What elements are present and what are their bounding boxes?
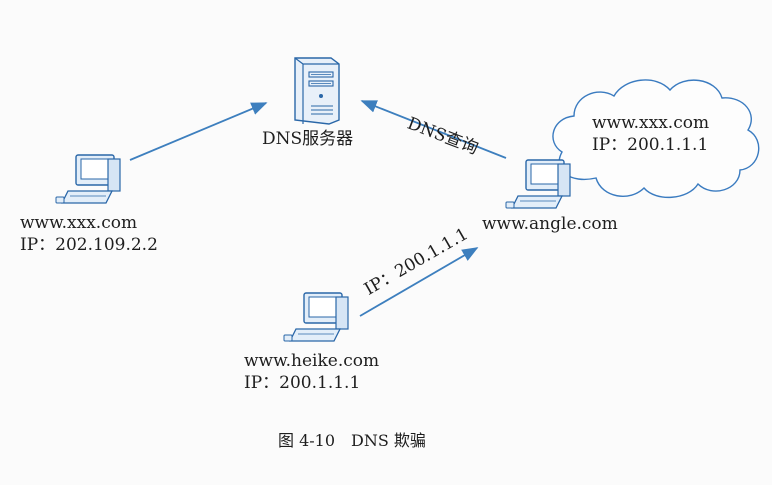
arrow-heike-to-angle xyxy=(359,247,479,317)
node-heike-label: www.heike.com IP：200.1.1.1 xyxy=(244,350,379,394)
cloud-shape xyxy=(552,79,760,199)
arrow-client-to-server xyxy=(129,102,268,161)
cloud-label: www.xxx.com IP：200.1.1.1 xyxy=(592,112,709,156)
cloud-ip: IP：200.1.1.1 xyxy=(592,135,709,155)
computer-icon-heike xyxy=(283,292,349,342)
computer-icon-angle xyxy=(505,159,571,209)
dns-server-icon xyxy=(294,57,340,125)
computer-icon-xxx xyxy=(55,154,121,204)
node-xxx-ip: IP：202.109.2.2 xyxy=(20,235,158,255)
node-heike-domain: www.heike.com xyxy=(244,351,380,371)
dns-server-label: DNS服务器 xyxy=(262,129,354,149)
cloud-domain: www.xxx.com xyxy=(592,113,710,133)
node-angle-label: www.angle.com xyxy=(482,214,618,234)
arrow-angle-to-server xyxy=(360,100,507,159)
node-heike-ip: IP：200.1.1.1 xyxy=(244,373,361,393)
node-xxx-domain: www.xxx.com xyxy=(20,213,138,233)
figure-caption: 图 4-10 DNS 欺骗 xyxy=(278,431,426,450)
node-xxx-label: www.xxx.com IP：202.109.2.2 xyxy=(20,212,158,256)
